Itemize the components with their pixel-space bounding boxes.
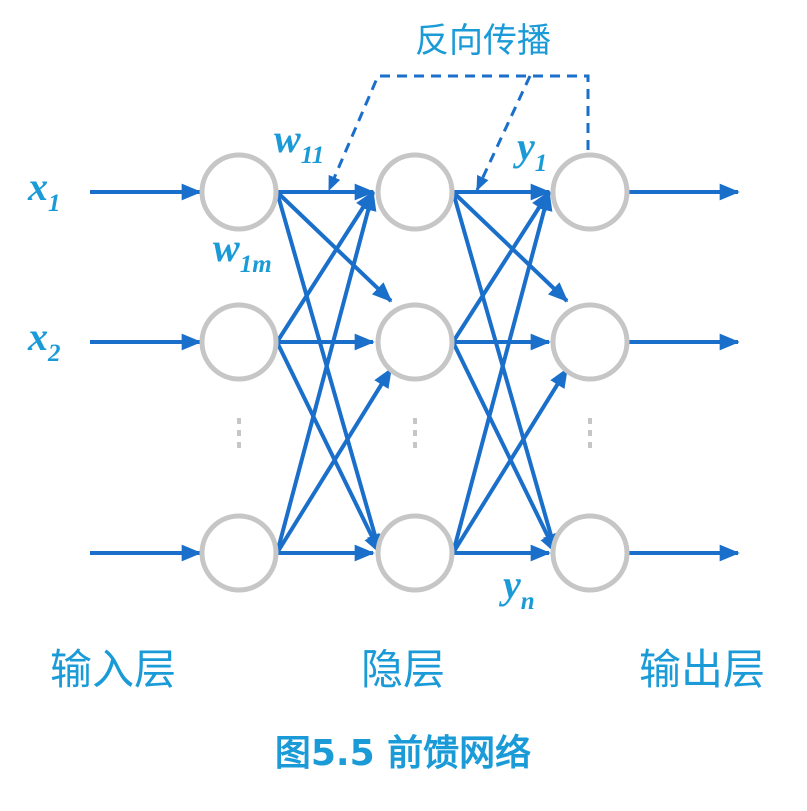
edge [451, 191, 559, 555]
edges-input-to-hidden [275, 183, 393, 562]
edge [275, 190, 375, 344]
vertical-ellipsis-icon [588, 418, 592, 448]
hidden-node-1 [375, 152, 455, 232]
output-layer-label: 输出层 [639, 645, 765, 694]
edge [275, 341, 382, 555]
edge [451, 190, 551, 344]
edge [275, 190, 393, 303]
edge [451, 190, 569, 303]
edge [275, 367, 393, 555]
input-label-x2: x2 [27, 314, 61, 367]
output-arrows [628, 183, 740, 562]
hidden-node-2 [375, 302, 455, 382]
output-node-3 [550, 513, 630, 593]
edge [451, 367, 569, 555]
backprop-paths [327, 74, 590, 192]
input-arrows [90, 183, 202, 562]
input-node-2 [199, 302, 279, 382]
hidden-layer-label: 隐层 [361, 645, 445, 694]
edge [451, 190, 553, 554]
input-node-1 [199, 152, 279, 232]
hidden-layer-nodes [375, 152, 455, 593]
input-node-3 [199, 513, 279, 593]
edges-hidden-to-output [451, 183, 569, 562]
edge [275, 190, 377, 554]
ellipsis-dots [237, 418, 592, 448]
input-layer-label: 输入层 [50, 645, 176, 694]
input-layer-nodes [199, 152, 279, 593]
output-node-2 [550, 302, 630, 382]
output-label-y1: y1 [513, 124, 547, 177]
backprop-path-to-hidden [327, 74, 590, 192]
backprop-label: 反向传播 [415, 21, 551, 61]
backprop-path-to-output [475, 75, 532, 192]
hidden-node-3 [375, 513, 455, 593]
input-label-x1: x1 [27, 164, 61, 217]
weight-label-w11: w11 [274, 116, 324, 169]
output-label-yn: yn [499, 562, 535, 615]
vertical-ellipsis-icon [413, 418, 417, 448]
output-layer-nodes [550, 152, 630, 593]
edge [451, 341, 558, 555]
figure-caption: 图5.5 前馈网络 [275, 732, 531, 774]
weight-label-w1m: w1m [213, 225, 272, 278]
output-node-1 [550, 152, 630, 232]
edge [275, 191, 383, 555]
vertical-ellipsis-icon [237, 418, 241, 448]
